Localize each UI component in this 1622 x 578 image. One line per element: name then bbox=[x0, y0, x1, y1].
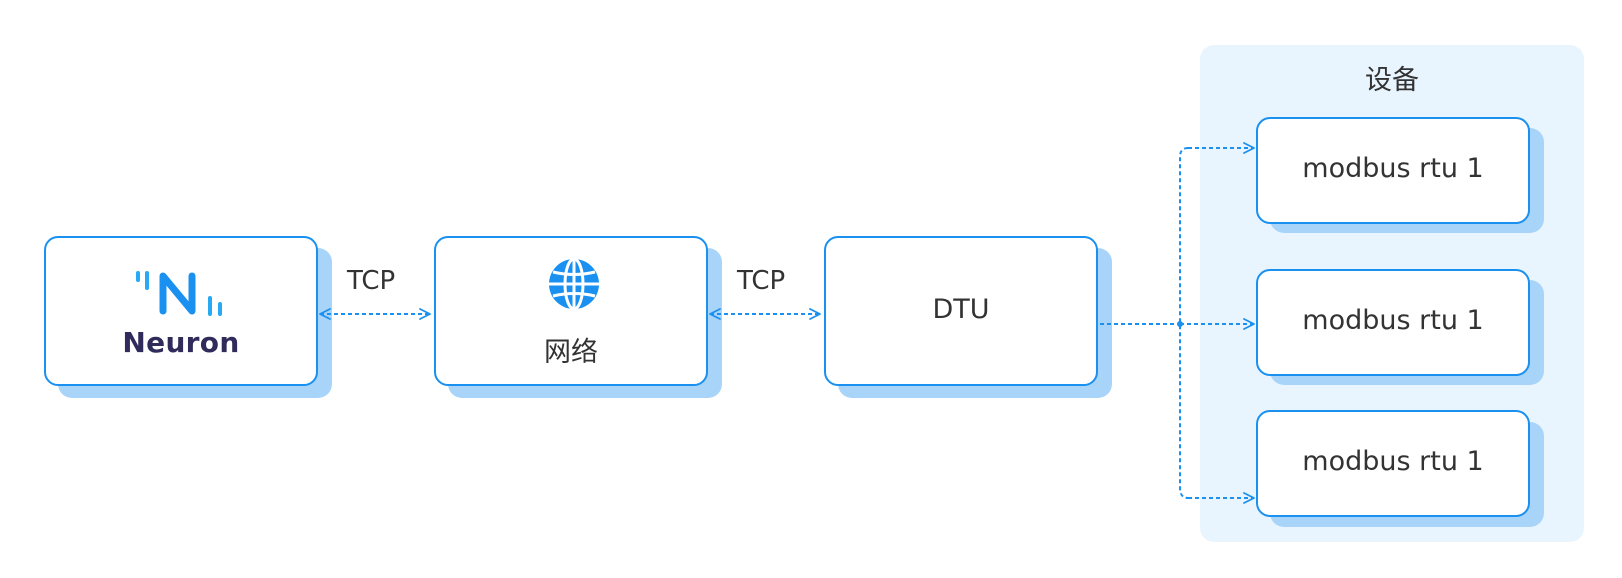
device-label-2: modbus rtu 1 bbox=[1302, 305, 1484, 336]
network-label: 网络 bbox=[544, 337, 598, 368]
device-group-title: 设备 bbox=[1365, 65, 1419, 96]
device-label-1: modbus rtu 1 bbox=[1302, 153, 1484, 184]
tcp-label-network-dtu: TCP bbox=[737, 266, 786, 296]
neuron-logo-icon bbox=[136, 271, 222, 316]
neuron-label: Neuron bbox=[122, 326, 240, 359]
device-label-3: modbus rtu 1 bbox=[1302, 446, 1484, 477]
globe-icon bbox=[549, 257, 599, 311]
bus-junction bbox=[1177, 321, 1183, 327]
dtu-node[interactable]: DTU bbox=[824, 236, 1098, 386]
neuron-node[interactable]: Neuron bbox=[44, 236, 318, 386]
device-node-2[interactable]: modbus rtu 1 bbox=[1256, 269, 1530, 376]
device-node-1[interactable]: modbus rtu 1 bbox=[1256, 117, 1530, 224]
tcp-label-neuron-network: TCP bbox=[347, 266, 396, 296]
dtu-label: DTU bbox=[932, 294, 990, 325]
network-node[interactable]: 网络 bbox=[434, 236, 708, 386]
device-node-3[interactable]: modbus rtu 1 bbox=[1256, 410, 1530, 517]
